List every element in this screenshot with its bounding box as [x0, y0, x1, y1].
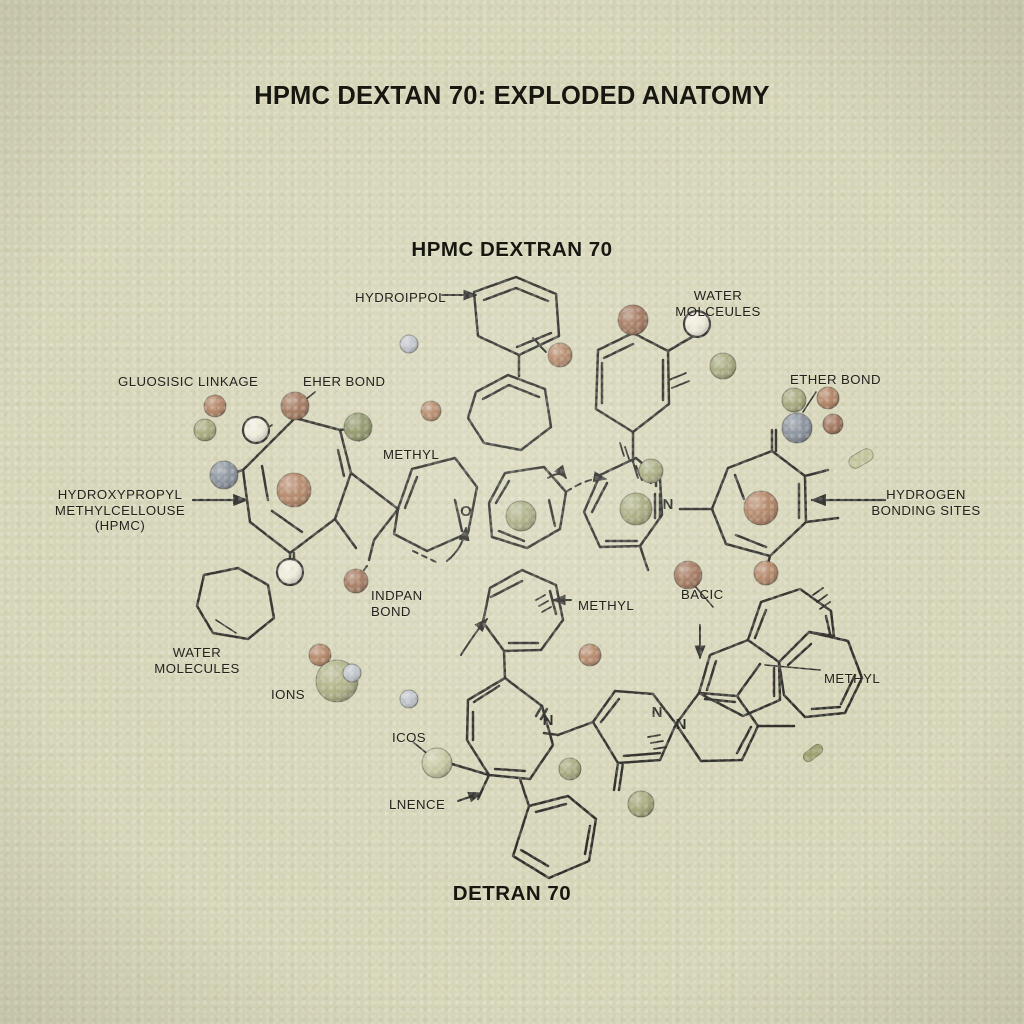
ring-hepta-lower-center: [481, 568, 565, 653]
label-hydrogen-bonding: HYDROGEN BONDING SITES: [871, 487, 981, 518]
atom-sphere: [275, 557, 305, 587]
bond-indpan: [367, 507, 400, 562]
ring-lower-left-small: [195, 566, 276, 641]
atom-sphere: [343, 412, 373, 442]
leader-ether-right: [802, 391, 817, 413]
atom-sphere: [822, 413, 844, 435]
atom-label-nitrogen-mid: N: [663, 496, 674, 513]
bond-hpmc-hepta: [349, 471, 400, 511]
page-title: HPMC DEXTAN 70: EXPLODED ANATOMY: [254, 82, 770, 110]
ion-capsule: [848, 448, 874, 469]
atom-label-oxygen-center: O: [460, 503, 472, 520]
label-hpmc: HYDROXYPROPYL METHYLCELLOUSE (HPMC): [54, 487, 186, 534]
atom-sphere: [619, 492, 653, 526]
label-ions: IONS: [271, 687, 306, 702]
atom-sphere: [638, 458, 664, 484]
ring-lower-pyrimidine: [591, 689, 678, 792]
ring-center: [487, 465, 568, 550]
atom-sphere: [209, 460, 239, 490]
label-methyl-right: METHYL: [824, 671, 881, 686]
ring-azepine-lower: [465, 676, 595, 808]
atom-sphere: [558, 757, 582, 781]
bond-hepta-to-azepine: [502, 649, 507, 680]
atom-sphere: [280, 391, 310, 421]
label-indpan-bond: INDPAN BOND: [371, 588, 423, 619]
ion-capsule: [802, 743, 824, 763]
atom-sphere: [342, 663, 362, 683]
atom-sphere: [308, 643, 332, 667]
label-water-molecules-top: WATER MOLCEULES: [675, 288, 761, 319]
ring-top-left: [472, 275, 561, 357]
atom-sphere: [682, 309, 712, 339]
arrow-small-center: [547, 464, 567, 480]
atom-label-nitrogen-fused-a: N: [652, 704, 663, 721]
bottom-structure-title: DETRAN 70: [452, 882, 572, 905]
ring-fused-polycyclic: [674, 662, 796, 763]
ring-fused-upper-right: [697, 638, 782, 718]
label-bacic: BACIC: [681, 587, 724, 602]
leader-methyl-right: [764, 664, 821, 671]
atom-sphere: [241, 415, 271, 445]
arrow-lnence: [457, 791, 483, 803]
atom-sphere: [781, 387, 807, 413]
label-glucosidic-linkage: GLUOSISIC LINKAGE: [118, 374, 259, 389]
atom-sphere: [505, 500, 537, 532]
ring-fused-top-right: [746, 587, 836, 642]
leader-bacic: [693, 584, 714, 608]
atom-spheres: [193, 304, 844, 818]
atom-sphere: [276, 472, 312, 508]
leader-water-left: [215, 619, 237, 634]
atom-sphere: [816, 386, 840, 410]
ring-right-main: [710, 428, 840, 573]
atom-sphere: [343, 568, 369, 594]
arrow-lower-methyl: [460, 617, 488, 656]
label-ether-bond-right: ETHER BOND: [790, 372, 881, 387]
atom-sphere: [547, 342, 573, 368]
atom-sphere: [399, 334, 419, 354]
label-icos: ICOS: [392, 730, 427, 745]
top-structure-title: HPMC DEXTRAN 70: [411, 238, 613, 261]
atom-sphere: [420, 400, 442, 422]
atom-sphere: [203, 394, 227, 418]
atom-sphere: [753, 560, 779, 586]
atom-sphere: [617, 304, 649, 336]
atom-sphere: [781, 412, 813, 444]
atom-label-nitrogen-fused-b: N: [676, 716, 687, 733]
atom-sphere: [627, 790, 655, 818]
atom-sphere: [709, 352, 737, 380]
atom-sphere: [193, 418, 217, 442]
atom-label-nitrogen-low: N: [543, 712, 554, 729]
label-methyl-upper-left: METHYL: [383, 447, 440, 462]
dash-indpan-2: [412, 550, 439, 564]
ring-top-left-lower: [466, 373, 553, 452]
label-water-molecules-left: WATER MOLECULES: [154, 645, 240, 676]
label-methyl-center: METHYL: [578, 598, 635, 613]
ring-bottom-benzene: [511, 794, 598, 880]
ring-hepta-left: [392, 456, 479, 553]
label-hydroippol: HYDROIPPOL: [355, 290, 446, 305]
wedge-dashes-top: [532, 337, 547, 353]
atom-sphere: [399, 689, 419, 709]
ion-capsules: [802, 448, 874, 763]
wedge-top-center: [632, 461, 643, 481]
label-ether-bond-left: EHER BOND: [303, 374, 386, 389]
arrow-to-oxygen: [446, 526, 470, 562]
ring-top-center: [594, 318, 699, 464]
atom-sphere: [673, 560, 703, 590]
dash-arrow-center: [565, 471, 608, 493]
atom-sphere: [421, 747, 453, 779]
atom-sphere: [743, 490, 779, 526]
atom-sphere: [578, 643, 602, 667]
bond-icos-to-ring: [450, 762, 491, 777]
label-lnence: LNENCE: [389, 797, 446, 812]
